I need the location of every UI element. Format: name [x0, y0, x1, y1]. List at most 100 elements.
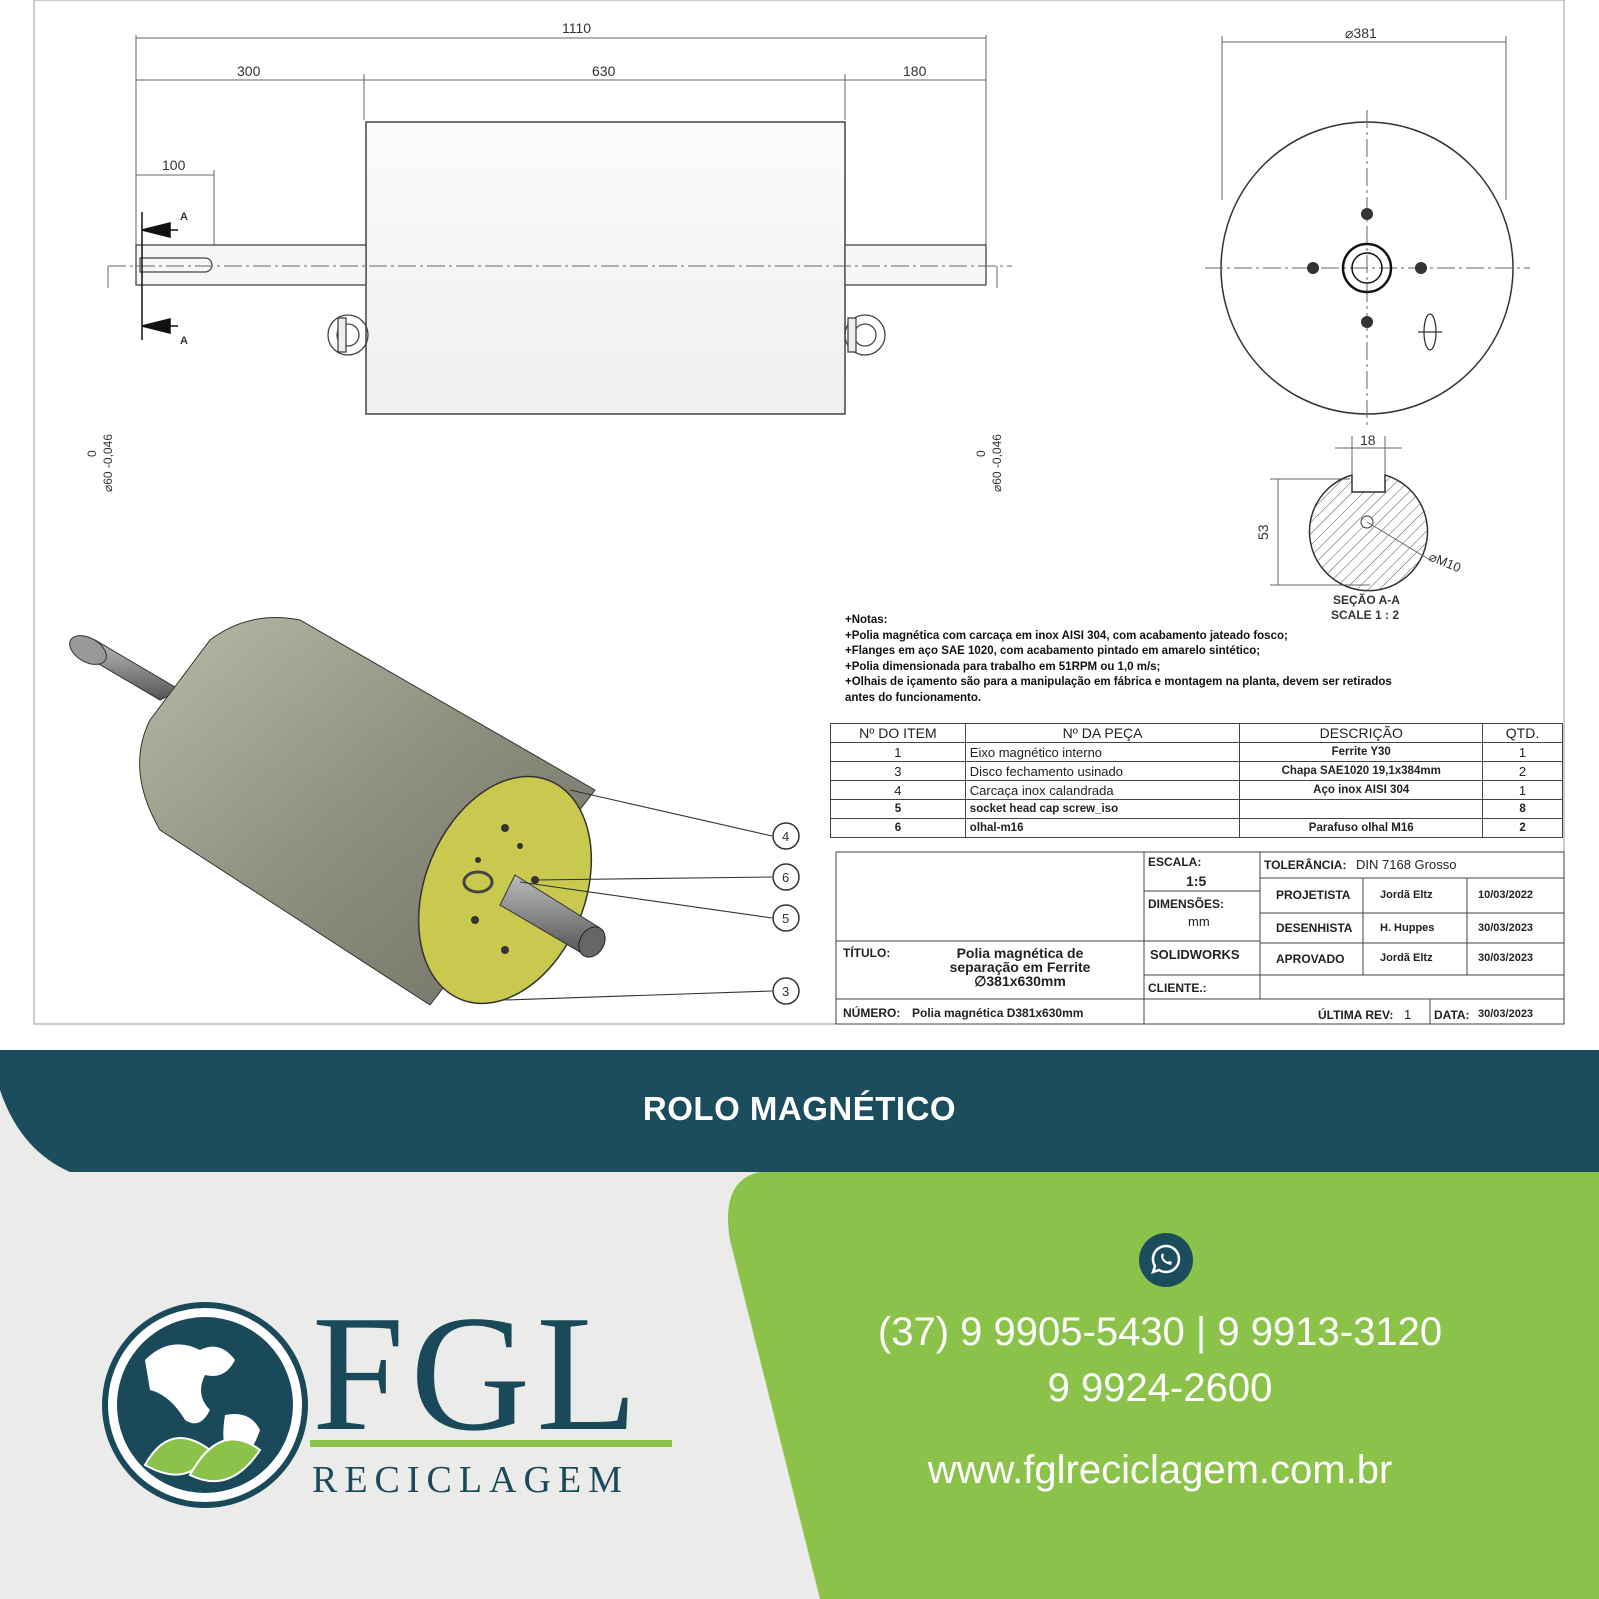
balloon-6-label: 6: [782, 870, 789, 885]
website-link[interactable]: www.fglreciclagem.com.br: [927, 1448, 1393, 1492]
tol-right-zero: 0: [974, 450, 988, 457]
software-label: SOLIDWORKS: [1150, 947, 1240, 962]
bom-cell: olhal-m16: [964, 818, 1241, 838]
phone-number-3[interactable]: 9 9924-2600: [1047, 1366, 1273, 1410]
bom-cell: Ferrite Y30: [1239, 742, 1484, 762]
cliente-label: CLIENTE.:: [1148, 981, 1207, 995]
desenhista-label: DESENHISTA: [1276, 921, 1353, 935]
note-line: antes do funcionamento.: [845, 691, 982, 704]
bom-cell: 3: [830, 761, 966, 781]
tol-left: ⌀60 -0,046: [101, 434, 115, 492]
dim-diameter: ⌀381: [1345, 25, 1377, 41]
logo-letters: FGL: [312, 1281, 644, 1465]
bom-cell: 2: [1482, 818, 1563, 838]
balloon-5-label: 5: [782, 911, 789, 926]
banner-title: ROLO MAGNÉTICO: [642, 1090, 957, 1127]
tolerancia-label: TOLERÂNCIA:: [1264, 858, 1347, 872]
bom-cell: 2: [1482, 761, 1563, 781]
note-line: +Flanges em aço SAE 1020, com acabamento…: [845, 645, 1261, 657]
title-line: ∅381x630mm: [974, 973, 1066, 989]
aprovado-name: Jordã Eltz: [1380, 952, 1433, 964]
section-mark-top: A: [180, 211, 188, 223]
lifting-eye-icon: [327, 314, 886, 356]
bom-cell: Parafuso olhal M16: [1239, 818, 1484, 838]
dim-thread: ⌀M10: [1427, 549, 1463, 575]
dim-keyway: 100: [162, 157, 186, 173]
drawing-notes: +Notas: +Polia magnética com carcaça em …: [845, 613, 1505, 706]
balloon-5: [772, 904, 800, 932]
dim-key-width: 18: [1360, 432, 1376, 448]
bom-cell: 4: [830, 780, 966, 800]
roller-body: [365, 121, 846, 415]
section-title: SEÇÃO A-A: [1333, 592, 1400, 607]
bom-cell: Disco fechamento usinado: [964, 761, 1241, 781]
bom-header-cell: Nº DA PEÇA: [964, 723, 1241, 743]
projetista-name: Jordã Eltz: [1380, 889, 1433, 901]
tolerancia-value: DIN 7168 Grosso: [1356, 857, 1457, 872]
dim-left-shaft: 300: [237, 63, 261, 79]
dimensoes-label: DIMENSÕES:: [1148, 897, 1225, 911]
aprovado-date: 30/03/2023: [1478, 952, 1534, 964]
dim-body: 630: [592, 63, 616, 79]
tol-left-zero: 0: [85, 450, 99, 457]
whatsapp-icon[interactable]: [1138, 1232, 1194, 1288]
drawing-sheet: 1110 300 630 180 100 A A 0: [33, 0, 1565, 1025]
balloon-6: [772, 863, 800, 891]
desenhista-name: H. Huppes: [1380, 922, 1435, 934]
table-row: 4 Carcaça inox calandrada Aço inox AISI …: [830, 780, 1563, 800]
bom-header-cell: Nº DO ITEM: [830, 723, 966, 743]
escala-label: ESCALA:: [1148, 855, 1202, 869]
bom-cell: 5: [830, 799, 966, 819]
side-eye-icon: [1418, 313, 1442, 351]
table-row: 6 olhal-m16 Parafuso olhal M16 2: [830, 818, 1563, 838]
ultima-rev-value: 1: [1404, 1007, 1412, 1022]
numero-label: NÚMERO:: [843, 1006, 901, 1020]
dim-key-depth: 53: [1255, 524, 1271, 540]
bom-cell: 1: [1482, 742, 1563, 762]
note-line: +Polia dimensionada para trabalho em 51R…: [845, 660, 1161, 673]
bill-of-materials: Nº DO ITEM Nº DA PEÇA DESCRIÇÃO QTD. 1 E…: [830, 723, 1563, 838]
bom-cell: 6: [830, 818, 966, 838]
balloon-3: [772, 977, 800, 1005]
bom-cell: 8: [1482, 799, 1563, 819]
bom-header: Nº DO ITEM Nº DA PEÇA DESCRIÇÃO QTD.: [830, 723, 1563, 743]
table-row: 1 Eixo magnético interno Ferrite Y30 1: [830, 742, 1563, 762]
table-row: 5 socket head cap screw_iso 8: [830, 799, 1563, 819]
balloon-3-label: 3: [782, 984, 789, 999]
bom-header-cell: QTD.: [1482, 723, 1563, 743]
data-value: 30/03/2023: [1478, 1008, 1534, 1020]
note-line: +Olhais de içamento são para a manipulaç…: [845, 676, 1392, 688]
logo-subtitle: RECICLAGEM: [312, 1459, 629, 1501]
section-mark-bottom: A: [180, 335, 188, 347]
bom-cell: 1: [1482, 780, 1563, 800]
numero-value: Polia magnética D381x630mm: [912, 1006, 1084, 1020]
isometric-view: [69, 617, 606, 1006]
desenhista-date: 30/03/2023: [1478, 922, 1534, 934]
titulo-label: TÍTULO:: [843, 946, 891, 960]
aprovado-label: APROVADO: [1276, 952, 1345, 966]
section-a-a: [1308, 473, 1429, 592]
balloon-4: [772, 822, 800, 850]
fgl-logo: [102, 1302, 672, 1508]
data-label: DATA:: [1434, 1008, 1470, 1022]
dim-right-shaft: 180: [903, 63, 927, 79]
drawing-title: Polia magnética de separação em Ferrite …: [920, 946, 1120, 988]
dimensoes-value: mm: [1188, 914, 1210, 929]
bom-cell: Carcaça inox calandrada: [964, 780, 1241, 800]
phone-numbers[interactable]: (37) 9 9905-5430 | 9 9913-3120: [877, 1310, 1443, 1354]
balloon-4-label: 4: [782, 829, 789, 844]
dim-overall: 1110: [562, 20, 591, 36]
ultima-rev-label: ÚLTIMA REV:: [1318, 1008, 1394, 1022]
bom-cell: [1239, 799, 1484, 819]
projetista-date: 10/03/2022: [1478, 889, 1534, 901]
table-row: 3 Disco fechamento usinado Chapa SAE1020…: [830, 761, 1563, 781]
note-line: +Notas:: [845, 614, 888, 626]
projetista-label: PROJETISTA: [1276, 888, 1351, 902]
bom-cell: 1: [830, 742, 966, 762]
bom-cell: Chapa SAE1020 19,1x384mm: [1239, 761, 1484, 781]
title-line: Polia magnética de: [956, 945, 1084, 961]
escala-value: 1:5: [1186, 873, 1207, 889]
title-line: separação em Ferrite: [949, 959, 1091, 975]
title-banner: [0, 1050, 1599, 1172]
bom-cell: socket head cap screw_iso: [964, 799, 1241, 819]
